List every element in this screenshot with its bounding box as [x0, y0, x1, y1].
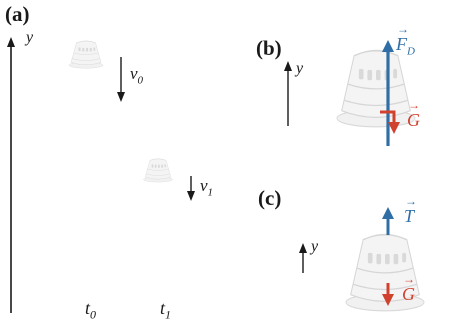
axis-label-c: y	[311, 238, 319, 255]
capsule-a-bottom	[143, 158, 173, 183]
gravity-label-c: → G	[402, 272, 415, 304]
velocity-label-v1: v1	[200, 176, 214, 199]
time-label-t0: t0	[85, 298, 97, 322]
axis-label-b: y	[296, 60, 304, 77]
panel-label-c: (c)	[258, 186, 282, 210]
gravity-label-b: → G	[407, 98, 420, 130]
thrust-label: → T	[404, 194, 417, 226]
capsule-b	[336, 49, 416, 128]
capsule-a-top	[68, 40, 104, 69]
gravity-arrow-b	[380, 110, 400, 134]
time-label-t1: t1	[160, 298, 172, 322]
panel-label-a: (a)	[5, 2, 30, 26]
panel-label-b: (b)	[256, 36, 282, 60]
velocity-label-v0: v0	[130, 64, 144, 87]
axis-label-a: y	[26, 29, 34, 46]
drag-force-label: → F D	[396, 22, 415, 58]
